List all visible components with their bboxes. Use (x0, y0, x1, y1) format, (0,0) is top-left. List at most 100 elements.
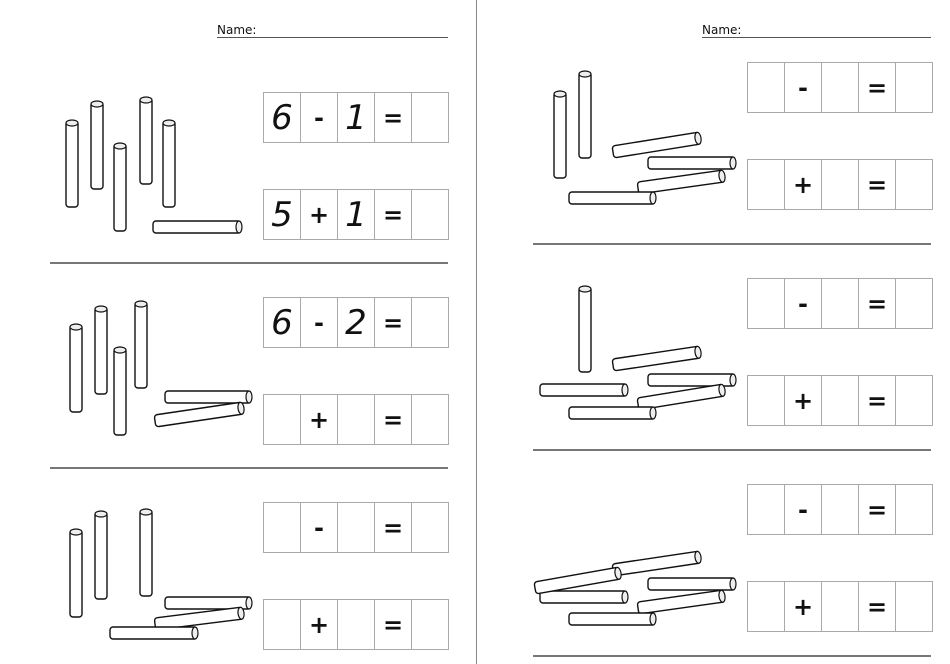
operator-cell: - (301, 298, 338, 347)
number-cell[interactable] (748, 279, 785, 328)
stick-icon (65, 119, 79, 208)
number-cell[interactable] (822, 485, 859, 534)
operator-cell: = (859, 376, 896, 425)
operator-cell: - (785, 279, 822, 328)
answer-cell[interactable] (896, 582, 932, 631)
stick-icon (109, 626, 199, 640)
stick-icon (539, 590, 629, 604)
operator-cell: + (301, 395, 338, 444)
answer-cell[interactable] (412, 395, 448, 444)
stick-icon (636, 383, 726, 411)
answer-cell[interactable] (412, 600, 448, 649)
stick-icon (153, 606, 245, 631)
operator-cell: - (785, 63, 822, 112)
stick-icon (113, 142, 127, 232)
equation-row: -= (747, 484, 933, 535)
equation-row: -= (747, 278, 933, 329)
answer-cell[interactable] (896, 279, 932, 328)
stick-icon (90, 100, 104, 190)
equation-row: += (747, 375, 933, 426)
stick-icon (162, 119, 176, 208)
name-line-right[interactable] (702, 37, 931, 38)
stick-icon (647, 373, 737, 387)
equation-row: += (263, 394, 449, 445)
operator-cell: + (785, 376, 822, 425)
operator-cell: = (375, 503, 412, 552)
stick-icon (94, 305, 108, 395)
number-cell[interactable] (822, 160, 859, 209)
name-label-left: Name: (217, 23, 257, 37)
operator-cell: = (375, 395, 412, 444)
operator-cell: = (375, 600, 412, 649)
page-divider (476, 0, 477, 664)
answer-cell[interactable] (896, 485, 932, 534)
number-cell[interactable]: 1 (338, 93, 375, 142)
equation-row: += (747, 159, 933, 210)
number-cell[interactable] (822, 376, 859, 425)
answer-cell[interactable] (412, 503, 448, 552)
equation-row: 5+1= (263, 189, 449, 240)
number-cell[interactable] (822, 279, 859, 328)
stick-icon (69, 528, 83, 618)
number-cell[interactable] (748, 160, 785, 209)
section-separator (50, 467, 448, 469)
answer-cell[interactable] (412, 93, 448, 142)
number-cell[interactable] (264, 600, 301, 649)
stick-icon (164, 390, 253, 404)
number-cell[interactable] (748, 63, 785, 112)
equation-row: -= (747, 62, 933, 113)
number-cell[interactable] (338, 395, 375, 444)
operator-cell: + (785, 160, 822, 209)
stick-icon (647, 577, 737, 591)
operator-cell: = (859, 160, 896, 209)
number-cell[interactable]: 2 (338, 298, 375, 347)
stick-icon (611, 345, 702, 372)
stick-icon (611, 550, 702, 577)
operator-cell: + (301, 190, 338, 239)
number-cell[interactable]: 6 (264, 298, 301, 347)
equation-row: 6-2= (263, 297, 449, 348)
answer-cell[interactable] (896, 376, 932, 425)
equation-row: += (263, 599, 449, 650)
number-cell[interactable] (748, 582, 785, 631)
operator-cell: = (859, 485, 896, 534)
number-cell[interactable] (822, 582, 859, 631)
number-cell[interactable] (338, 503, 375, 552)
name-line-left[interactable] (217, 37, 448, 38)
answer-cell[interactable] (896, 63, 932, 112)
operator-cell: = (859, 279, 896, 328)
operator-cell: - (301, 503, 338, 552)
answer-cell[interactable] (412, 190, 448, 239)
number-cell[interactable] (264, 395, 301, 444)
number-cell[interactable]: 5 (264, 190, 301, 239)
stick-icon (164, 596, 253, 610)
section-separator (533, 449, 931, 451)
stick-icon (152, 220, 243, 234)
operator-cell: + (301, 600, 338, 649)
operator-cell: - (301, 93, 338, 142)
stick-icon (553, 90, 567, 179)
stick-icon (611, 131, 702, 159)
number-cell[interactable] (338, 600, 375, 649)
stick-icon (134, 300, 148, 389)
stick-icon (578, 285, 592, 373)
stick-icon (647, 156, 737, 170)
number-cell[interactable] (822, 63, 859, 112)
number-cell[interactable] (264, 503, 301, 552)
stick-icon (568, 612, 657, 626)
name-label-right: Name: (702, 23, 742, 37)
number-cell[interactable]: 1 (338, 190, 375, 239)
number-cell[interactable]: 6 (264, 93, 301, 142)
stick-icon (69, 323, 83, 413)
answer-cell[interactable] (412, 298, 448, 347)
stick-icon (139, 508, 153, 597)
stick-icon (153, 401, 245, 428)
stick-icon (539, 383, 629, 397)
operator-cell: - (785, 485, 822, 534)
number-cell[interactable] (748, 376, 785, 425)
section-separator (533, 243, 931, 245)
operator-cell: = (859, 63, 896, 112)
answer-cell[interactable] (896, 160, 932, 209)
number-cell[interactable] (748, 485, 785, 534)
